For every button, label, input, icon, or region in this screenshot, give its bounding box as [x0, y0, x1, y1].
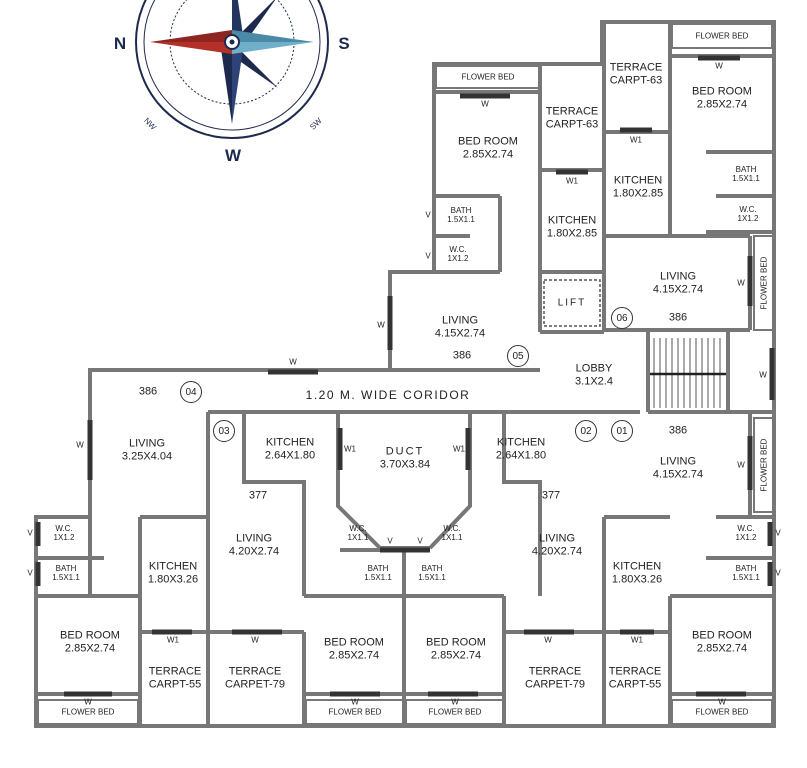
window-mark: W1	[167, 635, 179, 645]
corridor-label: 1.20 M. WIDE CORIDOR	[305, 388, 471, 403]
compass-south-letter: S	[338, 34, 350, 54]
flower-bed-label: FLOWER BED	[759, 256, 769, 310]
window-mark: W1	[630, 135, 642, 145]
window-mark: W	[377, 320, 385, 330]
dimension-mark: 386	[452, 349, 472, 362]
flower-bed-label: FLOWER BED	[461, 72, 515, 82]
window-mark: W	[84, 697, 92, 707]
window-mark: W	[737, 278, 745, 288]
flat-number-05: 05	[507, 345, 529, 367]
window-mark: W	[289, 357, 297, 367]
walls	[34, 20, 776, 728]
dimension-mark: 386	[668, 424, 688, 437]
wc-label: W.C.1X1.2	[737, 204, 759, 223]
flower-bed-label: FLOWER BED	[61, 707, 115, 717]
window-mark: W1	[631, 635, 643, 645]
dimension-mark: 377	[248, 489, 268, 502]
window-mark: W	[481, 99, 489, 109]
flower-bed-label: FLOWER BED	[695, 31, 749, 41]
window-mark: W	[718, 697, 726, 707]
flat-number-03: 03	[213, 420, 235, 442]
lift-label: LIFT	[557, 297, 587, 309]
lift-box	[543, 279, 601, 327]
dimension-mark: 386	[138, 385, 158, 398]
flower-bed-label: FLOWER BED	[695, 707, 749, 717]
window-mark: W	[737, 460, 745, 470]
ventilator-mark: V	[387, 536, 393, 546]
ventilator-mark: V	[27, 568, 33, 578]
dimension-mark: 386	[668, 311, 688, 324]
wc-label: W.C.1X1.1	[347, 523, 369, 542]
ventilator-mark: V	[27, 528, 33, 538]
flat-number-02: 02	[575, 420, 597, 442]
wc-label: W.C.1X1.2	[447, 244, 469, 263]
ventilator-mark: V	[417, 536, 423, 546]
staircase	[650, 338, 726, 408]
flower-bed-label: FLOWER BED	[759, 438, 769, 492]
ventilator-mark: V	[425, 210, 431, 220]
ventilator-mark: V	[775, 528, 781, 538]
window-mark: W	[76, 440, 84, 450]
wc-label: W.C.1X1.2	[53, 523, 75, 542]
dimension-mark: 377	[541, 489, 561, 502]
flat-number-04: 04	[180, 381, 202, 403]
flower-bed-label: FLOWER BED	[428, 707, 482, 717]
window-mark: W	[715, 61, 723, 71]
compass-north-letter: N	[113, 34, 127, 54]
windows	[35, 55, 775, 697]
window-mark: W	[759, 370, 767, 380]
window-mark: W	[351, 697, 359, 707]
window-mark: W	[544, 635, 552, 645]
window-mark: W1	[344, 444, 356, 454]
compass-rose	[135, 0, 329, 139]
window-mark: W1	[453, 444, 465, 454]
ventilator-mark: V	[425, 251, 431, 261]
window-mark: W	[451, 697, 459, 707]
flower-bed-boxes	[37, 23, 775, 725]
flat-number-01: 01	[611, 420, 633, 442]
wc-label: W.C.1X1.1	[441, 523, 463, 542]
ventilator-mark: V	[775, 568, 781, 578]
window-mark: W	[251, 635, 259, 645]
compass-west-letter: W	[224, 146, 242, 166]
flower-bed-label: FLOWER BED	[328, 707, 382, 717]
wc-label: W.C.1X1.2	[735, 523, 757, 542]
flat-number-06: 06	[611, 307, 633, 329]
window-mark: W1	[566, 176, 578, 186]
